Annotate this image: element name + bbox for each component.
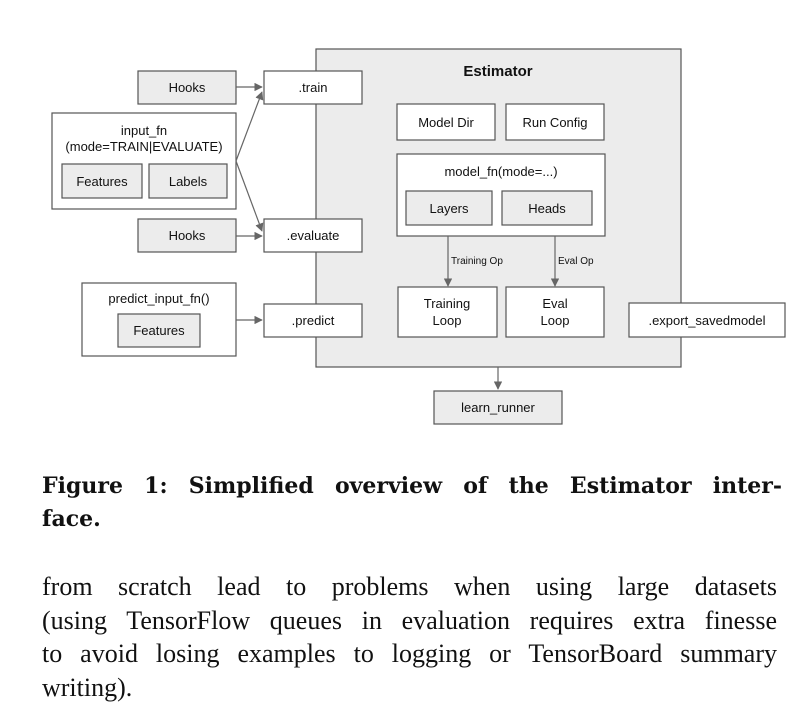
predict-features-box	[117, 313, 201, 348]
eval-loop-box	[505, 286, 605, 338]
labels-box	[148, 163, 228, 199]
predict-features-label: Features	[133, 323, 185, 338]
predict-input-fn-label: predict_input_fn()	[108, 291, 209, 306]
hooks-top-box	[137, 70, 237, 105]
body-line-4: writing).	[42, 672, 133, 702]
body-line-3: to avoid losing examples to logging or T…	[42, 639, 777, 668]
hooks-bottom-label: Hooks	[169, 228, 206, 243]
training-loop-label-1: Training	[424, 296, 470, 311]
eval-loop-label-2: Loop	[541, 313, 570, 328]
caption-line-1: Figure 1: Simplified overview of the Est…	[42, 473, 782, 499]
export-savedmodel-label: .export_savedmodel	[648, 313, 765, 328]
evaluate-method-label: .evaluate	[287, 228, 340, 243]
learn-runner-box	[433, 390, 563, 425]
features-box	[61, 163, 143, 199]
input-fn-to-evaluate-arrow	[235, 160, 264, 232]
features-label: Features	[76, 174, 128, 189]
learn-runner-label: learn_runner	[461, 400, 535, 415]
estimator-diagram: Estimator Model Dir Run Config model_fn(…	[51, 48, 786, 425]
eval-op-label: Eval Op	[558, 256, 594, 267]
training-loop-box	[397, 286, 498, 338]
run-config-box	[505, 103, 605, 141]
evaluate-method-box	[263, 218, 363, 253]
layers-box	[405, 190, 493, 226]
input-fn-label-1: input_fn	[121, 123, 167, 138]
run-config-label: Run Config	[522, 115, 587, 130]
train-method-label: .train	[299, 80, 328, 95]
model-dir-box	[396, 103, 496, 141]
model-dir-label: Model Dir	[418, 115, 474, 130]
hooks-top-label: Hooks	[169, 80, 206, 95]
figure-caption: Figure 1: Simplified overview of the Est…	[42, 470, 782, 536]
input-fn-to-train-arrow	[235, 91, 264, 162]
predict-method-box	[263, 303, 363, 338]
train-method-box	[263, 70, 363, 105]
layers-label: Layers	[429, 201, 469, 216]
model-fn-label: model_fn(mode=...)	[444, 164, 557, 179]
predict-method-label: .predict	[292, 313, 335, 328]
export-savedmodel-box	[628, 302, 786, 338]
heads-box	[501, 190, 593, 226]
hooks-bottom-box	[137, 218, 237, 253]
body-line-1: from scratch lead to problems when using…	[42, 572, 777, 601]
body-paragraph: from scratch lead to problems when using…	[42, 570, 777, 704]
heads-label: Heads	[528, 201, 566, 216]
eval-loop-label-1: Eval	[542, 296, 567, 311]
estimator-title: Estimator	[463, 63, 532, 80]
labels-label: Labels	[169, 174, 208, 189]
caption-line-2: face.	[42, 506, 101, 532]
training-loop-label-2: Loop	[433, 313, 462, 328]
input-fn-label-2: (mode=TRAIN|EVALUATE)	[65, 139, 222, 154]
body-line-2: (using TensorFlow queues in evaluation r…	[42, 605, 777, 635]
training-op-label: Training Op	[451, 256, 503, 267]
